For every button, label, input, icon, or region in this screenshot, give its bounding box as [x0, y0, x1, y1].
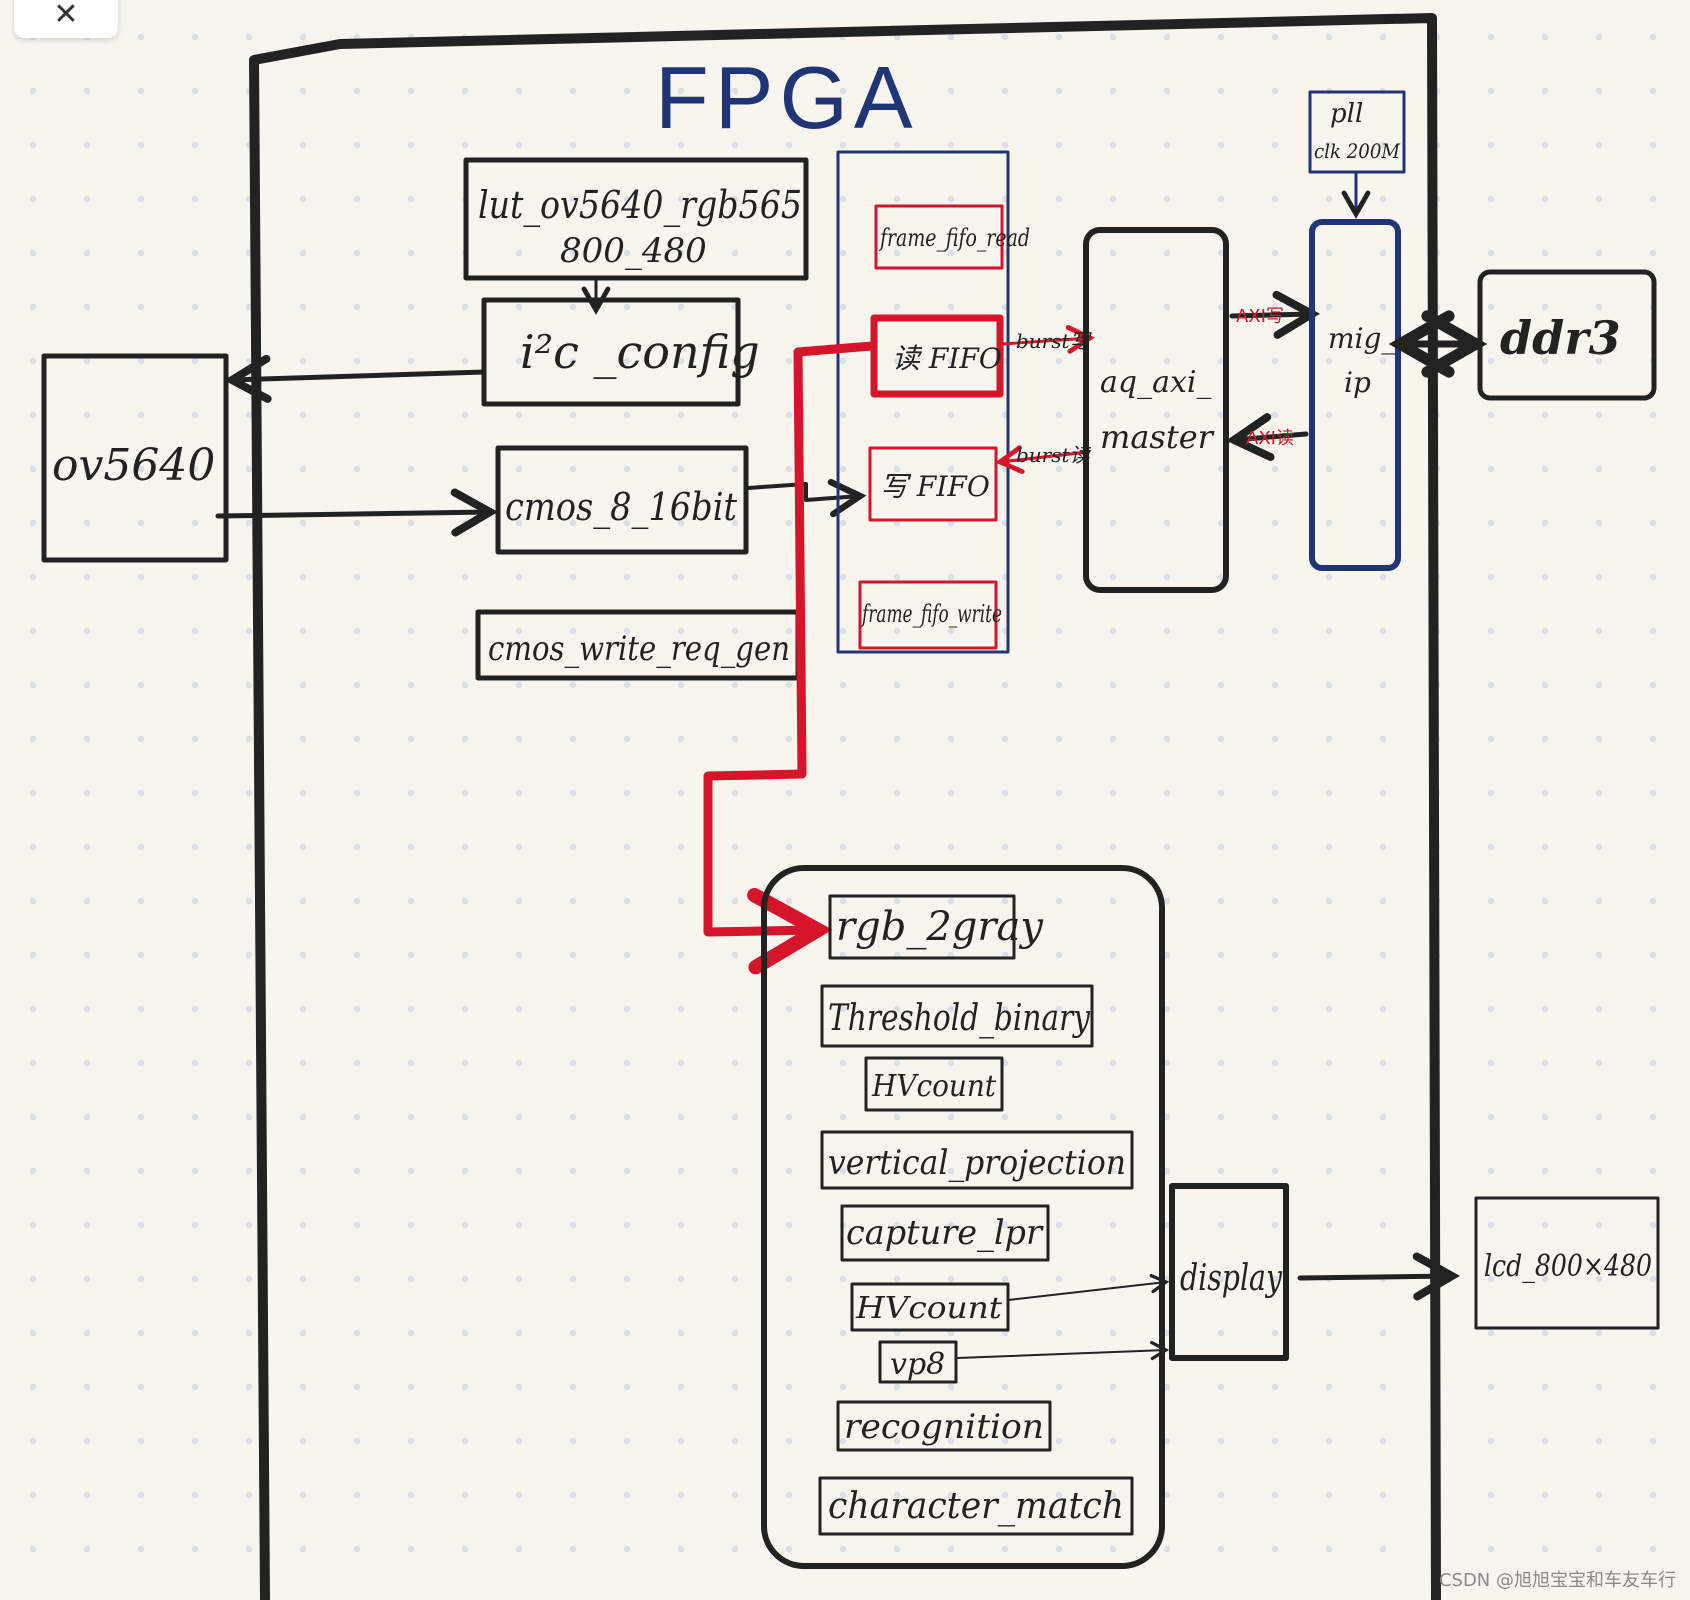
- vertical-projection-label: vertical_projection: [828, 1143, 1126, 1183]
- frame-fifo-read-label: frame_fifo_read: [878, 224, 1030, 252]
- processing-container: [761, 865, 1165, 1569]
- write-fifo-block: [868, 446, 998, 522]
- pll-block: [1308, 90, 1406, 174]
- ov5640-block: [41, 353, 229, 563]
- ddr3-label: ddr3: [1500, 311, 1621, 365]
- axi-read-label: AXI读: [1246, 428, 1294, 449]
- frame-fifo-group: [836, 150, 1010, 654]
- i2c-config-block: [481, 297, 741, 407]
- display-to-lcd-arrow: [1297, 1252, 1461, 1301]
- ov5640-label: ov5640: [52, 440, 215, 491]
- hvcount2-label: HVcount: [855, 1291, 1003, 1326]
- burst-read-label: burst读: [1016, 443, 1092, 467]
- threshold-binary-label: Threshold_binary: [828, 998, 1091, 1039]
- mig-ip-label-line2: ip: [1344, 366, 1371, 399]
- vp8-block: [878, 1340, 958, 1384]
- close-icon: ✕: [53, 0, 79, 32]
- read-fifo-block: [870, 314, 1004, 398]
- lcd-label: lcd_800×480: [1484, 1249, 1652, 1284]
- hvcount2-block: [850, 1282, 1010, 1332]
- mig-ip-label-line1: mig_: [1328, 322, 1395, 355]
- read-fifo-label: 读 FIFO: [892, 342, 1002, 375]
- cmos-to-write-fifo-arrow: [746, 478, 867, 518]
- read-fifo-to-rgb2gray-path: [703, 341, 877, 975]
- aq-axi-master-label-line2: master: [1100, 418, 1215, 456]
- cmos-8-16bit-label: cmos_8_16bit: [505, 485, 738, 530]
- burst-write-label: burst写: [1016, 329, 1093, 353]
- write-fifo-label: 写 FIFO: [880, 470, 990, 503]
- frame-fifo-read-block: [874, 204, 1004, 270]
- display-label: display: [1180, 1258, 1283, 1299]
- processing-modules: rgb_2gray Threshold_binary HVcount verti…: [818, 894, 1134, 1536]
- cmos-write-req-gen-label: cmos_write_req_gen: [488, 629, 790, 669]
- rgb-2gray-block: [828, 894, 1016, 960]
- lut-label-line2: 800_480: [560, 231, 707, 271]
- pll-label-line1: pll: [1330, 99, 1363, 129]
- aq-axi-master-block: [1083, 227, 1229, 593]
- lut-label-line1: lut_ov5640_rgb565: [478, 183, 802, 228]
- pll-label-line2: clk 200M: [1314, 139, 1400, 163]
- capture-lpr-label: capture_lpr: [846, 1213, 1044, 1253]
- rgb-2gray-label: rgb_2gray: [836, 904, 1044, 950]
- i2c-config-label: i²c _config: [520, 325, 760, 379]
- close-button[interactable]: ✕: [14, 0, 118, 38]
- burst-read-arrow: [995, 445, 1090, 474]
- vertical-projection-block: [820, 1130, 1134, 1190]
- aq-axi-master-label-line1: aq_axi_: [1100, 365, 1212, 400]
- frame-fifo-write-block: [858, 580, 998, 650]
- hvcount-to-display-arrow: [1007, 1274, 1170, 1301]
- character-match-label: character_match: [828, 1486, 1124, 1527]
- recognition-block: [836, 1400, 1052, 1452]
- capture-lpr-block: [840, 1204, 1050, 1262]
- fpga-title: FPGA: [655, 48, 919, 147]
- axi-read-arrow: [1225, 413, 1309, 462]
- lcd-block: [1474, 1196, 1660, 1330]
- hvcount1-block: [864, 1056, 1004, 1112]
- axi-write-arrow: [1229, 290, 1321, 339]
- ov5640-to-cmos-arrow: [215, 488, 499, 537]
- mig-ip-block: [1309, 219, 1401, 571]
- vp8-label: vp8: [890, 1347, 945, 1382]
- watermark: CSDN @旭旭宝宝和车友车行: [1438, 1570, 1676, 1591]
- display-block: [1169, 1183, 1289, 1361]
- i2c-to-ov5640-arrow: [223, 354, 487, 403]
- vp8-to-display-arrow: [957, 1340, 1170, 1361]
- burst-write-arrow: [1000, 325, 1095, 354]
- axi-write-label: AXI写: [1236, 306, 1284, 327]
- ddr3-block: [1477, 269, 1657, 401]
- lut-block: [463, 157, 809, 281]
- character-match-block: [818, 1476, 1134, 1536]
- hvcount1-label: HVcount: [871, 1069, 997, 1104]
- fpga-boundary: [249, 13, 1441, 1600]
- frame-fifo-write-label: frame_fifo_write: [861, 600, 1002, 628]
- recognition-label: recognition: [844, 1407, 1044, 1447]
- threshold-binary-block: [820, 984, 1094, 1048]
